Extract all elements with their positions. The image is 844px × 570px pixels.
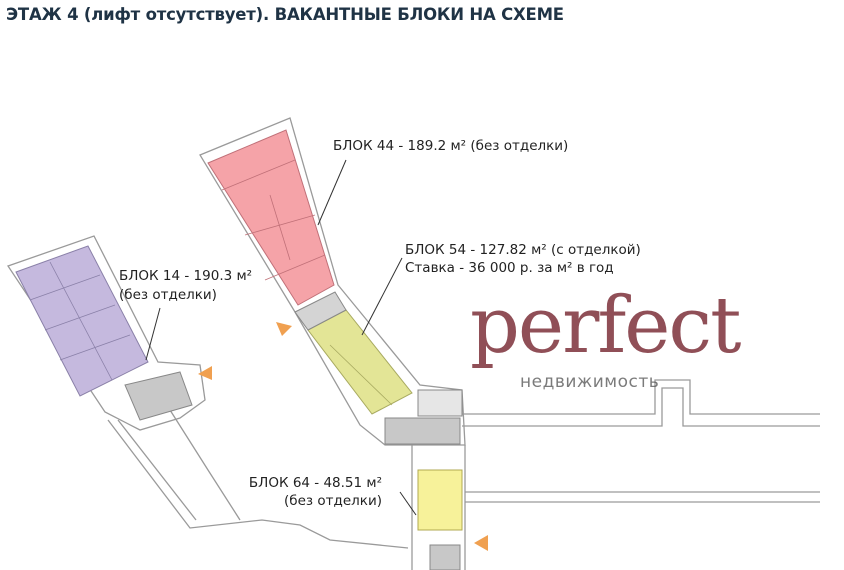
wall-corridor xyxy=(117,419,197,521)
block-44-label: БЛОК 44 - 189.2 м² (без отделки) xyxy=(333,138,569,154)
block-44-partitions xyxy=(221,159,326,281)
stairs xyxy=(124,371,193,421)
wall-corridor xyxy=(169,409,241,521)
stairs xyxy=(384,417,461,445)
entrance-arrow-icon xyxy=(276,322,292,336)
stairs xyxy=(294,291,347,331)
leader-line-44 xyxy=(317,159,347,226)
block-54-label: БЛОК 54 - 127.82 м² (с отделкой) xyxy=(405,242,641,258)
block-64-finish: (без отделки) xyxy=(284,493,382,509)
wall-center-wing xyxy=(199,117,466,446)
watermark-logo: perfect xyxy=(470,281,741,371)
block-14-finish: (без отделки) xyxy=(119,287,217,303)
entrance-arrow-icon xyxy=(474,535,488,551)
block-54-rate: Ставка - 36 000 р. за м² в год xyxy=(405,260,614,276)
watermark-subtitle: недвижимость xyxy=(520,372,660,392)
block-14-label: БЛОК 14 - 190.3 м² xyxy=(119,268,253,284)
service-room xyxy=(417,389,463,417)
entrance-arrow-icon xyxy=(198,366,212,380)
block-44-area[interactable] xyxy=(207,129,335,306)
leader-line-64 xyxy=(399,491,417,516)
block-14-area[interactable] xyxy=(15,245,149,397)
wall-corridor-right xyxy=(462,379,820,415)
page-title: ЭТАЖ 4 (лифт отсутствует). ВАКАНТНЫЕ БЛО… xyxy=(6,5,564,24)
wall-corridor-right xyxy=(462,387,820,427)
block-54-partition xyxy=(329,344,393,406)
wall-corridor xyxy=(107,419,409,549)
stairs xyxy=(429,544,461,570)
leader-line-14 xyxy=(145,307,161,361)
block-64-area[interactable] xyxy=(417,469,463,531)
wall-left-wing xyxy=(6,235,206,431)
leader-line-54 xyxy=(361,257,403,336)
block-64-label: БЛОК 64 - 48.51 м² xyxy=(248,475,382,491)
block-14-partitions xyxy=(29,261,131,381)
